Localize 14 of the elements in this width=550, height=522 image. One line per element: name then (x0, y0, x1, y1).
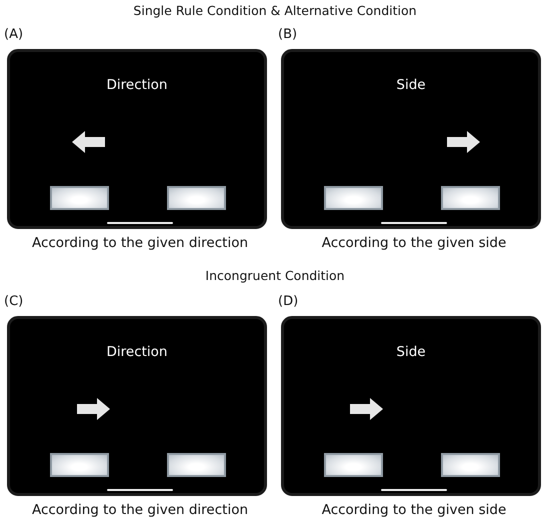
cue-word: Side (396, 77, 426, 93)
cue-word: Side (396, 344, 426, 360)
panel-caption: According to the given side (320, 235, 508, 251)
cue-word: Direction (106, 77, 168, 93)
panel-caption: According to the given direction (30, 502, 250, 518)
cue-word: Direction (106, 344, 168, 360)
condition-heading: Incongruent Condition (204, 268, 346, 283)
panel-letter: (A) (4, 27, 24, 42)
panel-caption: According to the given side (320, 502, 508, 518)
panel-caption: According to the given direction (30, 235, 250, 251)
condition-heading: Single Rule Condition & Alternative Condition (132, 3, 418, 18)
panel-letter: (D) (278, 294, 298, 309)
panel-letter: (B) (278, 27, 298, 42)
panel-letter: (C) (4, 294, 24, 309)
